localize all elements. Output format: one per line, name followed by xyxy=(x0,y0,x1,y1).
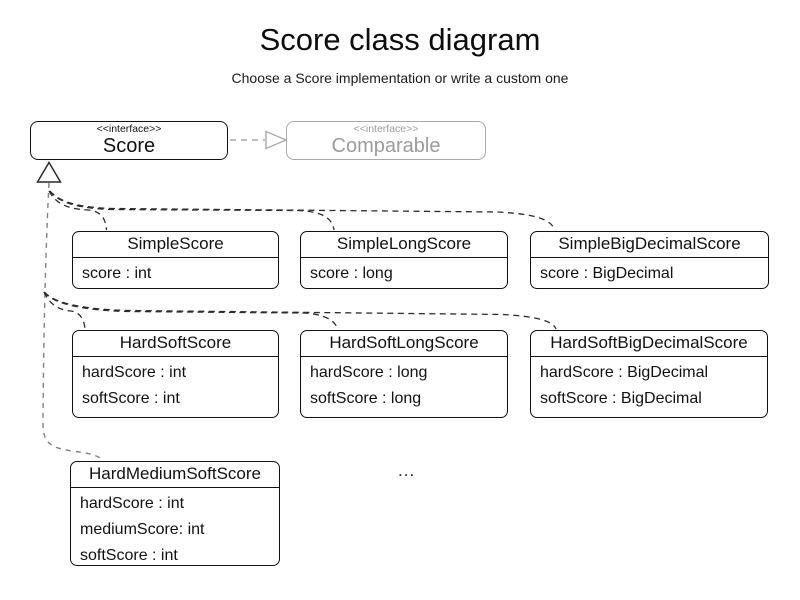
interface-name: Comparable xyxy=(331,135,441,157)
class-attribute: softScore : BigDecimal xyxy=(540,390,702,407)
class-name: HardSoftScore xyxy=(73,331,278,357)
interface-name: Score xyxy=(102,135,156,157)
page-subtitle: Choose a Score implementation or write a… xyxy=(231,70,569,86)
class-name: HardMediumSoftScore xyxy=(71,462,279,488)
more-classes-ellipsis: ... xyxy=(398,461,416,480)
class-simple-score: SimpleScore score : int xyxy=(72,231,279,289)
class-attribute: softScore : int xyxy=(80,547,178,564)
class-hard-soft-big-decimal-score: HardSoftBigDecimalScore hardScore : BigD… xyxy=(530,330,768,418)
interface-stereotype: <<interface>> xyxy=(96,123,162,135)
realization-arrowhead-icon xyxy=(265,130,288,150)
class-hard-soft-score: HardSoftScore hardScore : int softScore … xyxy=(72,330,279,418)
class-attribute: hardScore : long xyxy=(310,364,428,381)
class-hard-medium-soft-score: HardMediumSoftScore hardScore : int medi… xyxy=(70,461,280,566)
class-attribute: hardScore : BigDecimal xyxy=(540,364,709,381)
class-attribute: softScore : int xyxy=(82,390,180,407)
class-name: HardSoftLongScore xyxy=(301,331,507,357)
class-simple-big-decimal-score: SimpleBigDecimalScore score : BigDecimal xyxy=(530,231,769,289)
class-name: HardSoftBigDecimalScore xyxy=(531,331,767,357)
generalization-line-simplescore xyxy=(48,190,108,231)
class-name: SimpleBigDecimalScore xyxy=(531,232,768,258)
interface-comparable-box: <<interface>> Comparable xyxy=(286,121,486,160)
class-attribute: softScore : long xyxy=(310,390,422,407)
class-name: SimpleScore xyxy=(73,232,278,258)
class-attribute: score : BigDecimal xyxy=(540,265,674,282)
generalization-arrowhead-icon xyxy=(36,161,62,183)
class-attribute: score : long xyxy=(310,265,393,282)
class-attribute: mediumScore: int xyxy=(80,521,205,538)
class-attribute: score : int xyxy=(82,265,152,282)
interface-stereotype: <<interface>> xyxy=(353,123,419,135)
generalization-line-hardsoftlongscore xyxy=(43,291,339,330)
generalization-line-hardsoftscore xyxy=(43,291,86,330)
class-name: SimpleLongScore xyxy=(301,232,507,258)
class-simple-long-score: SimpleLongScore score : long xyxy=(300,231,508,289)
class-attribute: hardScore : int xyxy=(80,495,185,512)
generalization-line-hardsoftbigdecimalscore xyxy=(43,291,557,330)
generalization-line-simplebigdecimalscore xyxy=(49,190,556,231)
generalization-line-hardmediumsoftscore xyxy=(42,182,104,462)
page-title: Score class diagram xyxy=(259,22,541,57)
class-attribute: hardScore : int xyxy=(82,364,187,381)
class-hard-soft-long-score: HardSoftLongScore hardScore : long softS… xyxy=(300,330,508,418)
interface-score-box: <<interface>> Score xyxy=(30,121,228,160)
